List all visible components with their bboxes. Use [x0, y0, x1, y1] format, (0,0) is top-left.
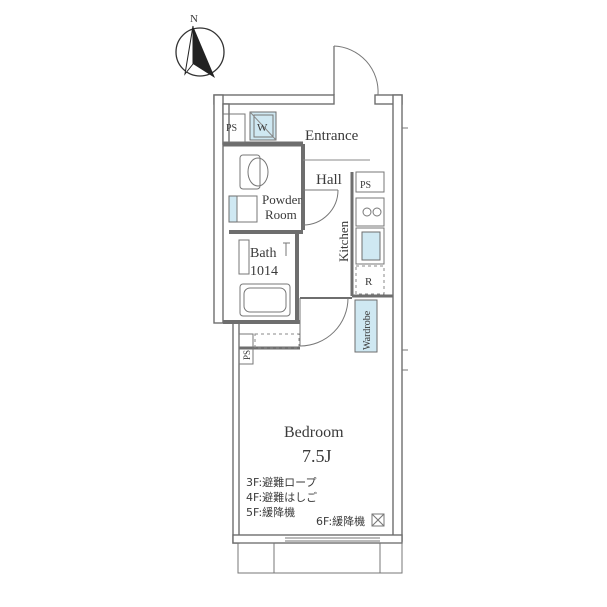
washer-label: W [257, 122, 268, 134]
powder-room: Powder Room [228, 154, 339, 226]
wardrobe-label: Wardrobe [362, 310, 373, 350]
powder-room-label-2: Room [265, 207, 297, 222]
interior-walls [222, 103, 393, 350]
note-5f: 5F:緩降機 [246, 505, 295, 519]
note-6f: 6F:緩降機 [316, 514, 365, 528]
powder-room-label-1: Powder [262, 192, 302, 207]
bedroom-door [299, 297, 349, 347]
bedroom-size: 7.5J [302, 446, 332, 466]
bath-room: Bath 1014 [238, 239, 291, 317]
kitchen-label: Kitchen [336, 220, 351, 262]
ps-kitchen-label: PS [360, 180, 371, 191]
refrigerator-label: R [365, 276, 373, 288]
wardrobe: Wardrobe [354, 299, 378, 353]
bath-label-2: 1014 [250, 264, 278, 279]
compass-icon: N [175, 13, 225, 78]
north-label: N [190, 13, 198, 25]
entrance-door [333, 45, 379, 96]
ps-bedroom-label: PS [242, 350, 252, 360]
ps-top-left-label: PS [226, 123, 237, 134]
note-3f: 3F:避難ロープ [246, 475, 317, 489]
hall-label: Hall [316, 172, 342, 188]
escape-hatch-icon [371, 513, 385, 527]
bedroom-label: Bedroom [284, 424, 344, 441]
note-4f: 4F:避難はしご [246, 490, 317, 504]
outer-walls [213, 94, 408, 574]
kitchen: PS Kitchen R [336, 171, 385, 295]
entrance-label: Entrance [305, 128, 359, 144]
bath-label-1: Bath [250, 246, 276, 261]
